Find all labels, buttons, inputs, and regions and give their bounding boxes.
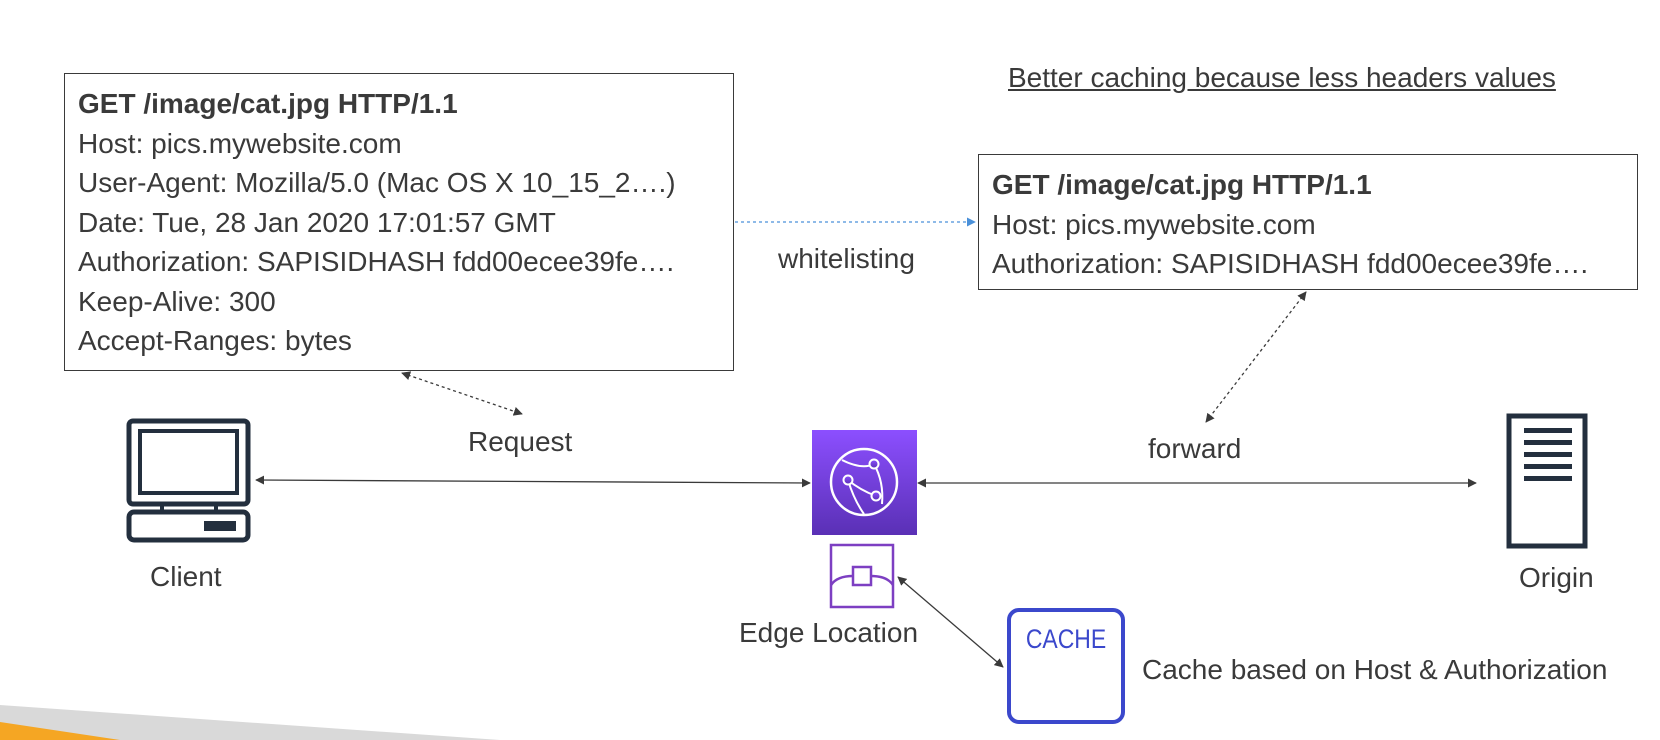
request-line: GET /image/cat.jpg HTTP/1.1 [78, 88, 458, 119]
desktop-computer-icon [126, 418, 251, 543]
client-label: Client [150, 561, 222, 592]
whitelisting-label: whitelisting [778, 243, 915, 274]
caching-heading: Better caching because less headers valu… [1008, 62, 1556, 93]
edge-location-icon [829, 543, 895, 609]
footer-orange-stripe [0, 722, 120, 740]
edge-cache-arrow [897, 576, 1004, 668]
forwarded-host-header: Host: pics.mywebsite.com [992, 208, 1316, 240]
host-header: Host: pics.mywebsite.com [78, 127, 402, 159]
user-agent-header: User-Agent: Mozilla/5.0 (Mac OS X 10_15_… [78, 167, 676, 198]
cache-note-label: Cache based on Host & Authorization [1142, 654, 1608, 685]
date-header: Date: Tue, 28 Jan 2020 17:01:57 GMT [78, 206, 556, 238]
authorization-header: Authorization: SAPISIDHASH fdd00ecee39fe… [78, 246, 675, 277]
forward-label: forward [1148, 433, 1242, 464]
footer-gray-stripe [0, 705, 500, 740]
forward-callout-arrow [1205, 291, 1307, 423]
client-edge-arrow [255, 475, 811, 488]
forwarded-request-line: GET /image/cat.jpg HTTP/1.1 [992, 169, 1372, 200]
accept-ranges-header: Accept-Ranges: bytes [78, 325, 352, 356]
request-callout-arrow [401, 371, 523, 416]
cache-icon-text: CACHE [1025, 624, 1107, 654]
client-request-box: GET /image/cat.jpg HTTP/1.1 Host: pics.m… [64, 73, 734, 371]
edge-location-label: Edge Location [739, 617, 919, 648]
server-icon [1506, 413, 1588, 549]
origin-label: Origin [1519, 562, 1594, 593]
keep-alive-header: Keep-Alive: 300 [78, 285, 276, 317]
cloudfront-icon [812, 430, 917, 535]
request-label: Request [468, 426, 573, 457]
forwarded-authorization-header: Authorization: SAPISIDHASH fdd00ecee39fe… [992, 248, 1589, 279]
cache-icon: CACHE [1007, 608, 1125, 724]
forwarded-request-box: GET /image/cat.jpg HTTP/1.1 Host: pics.m… [978, 154, 1638, 290]
